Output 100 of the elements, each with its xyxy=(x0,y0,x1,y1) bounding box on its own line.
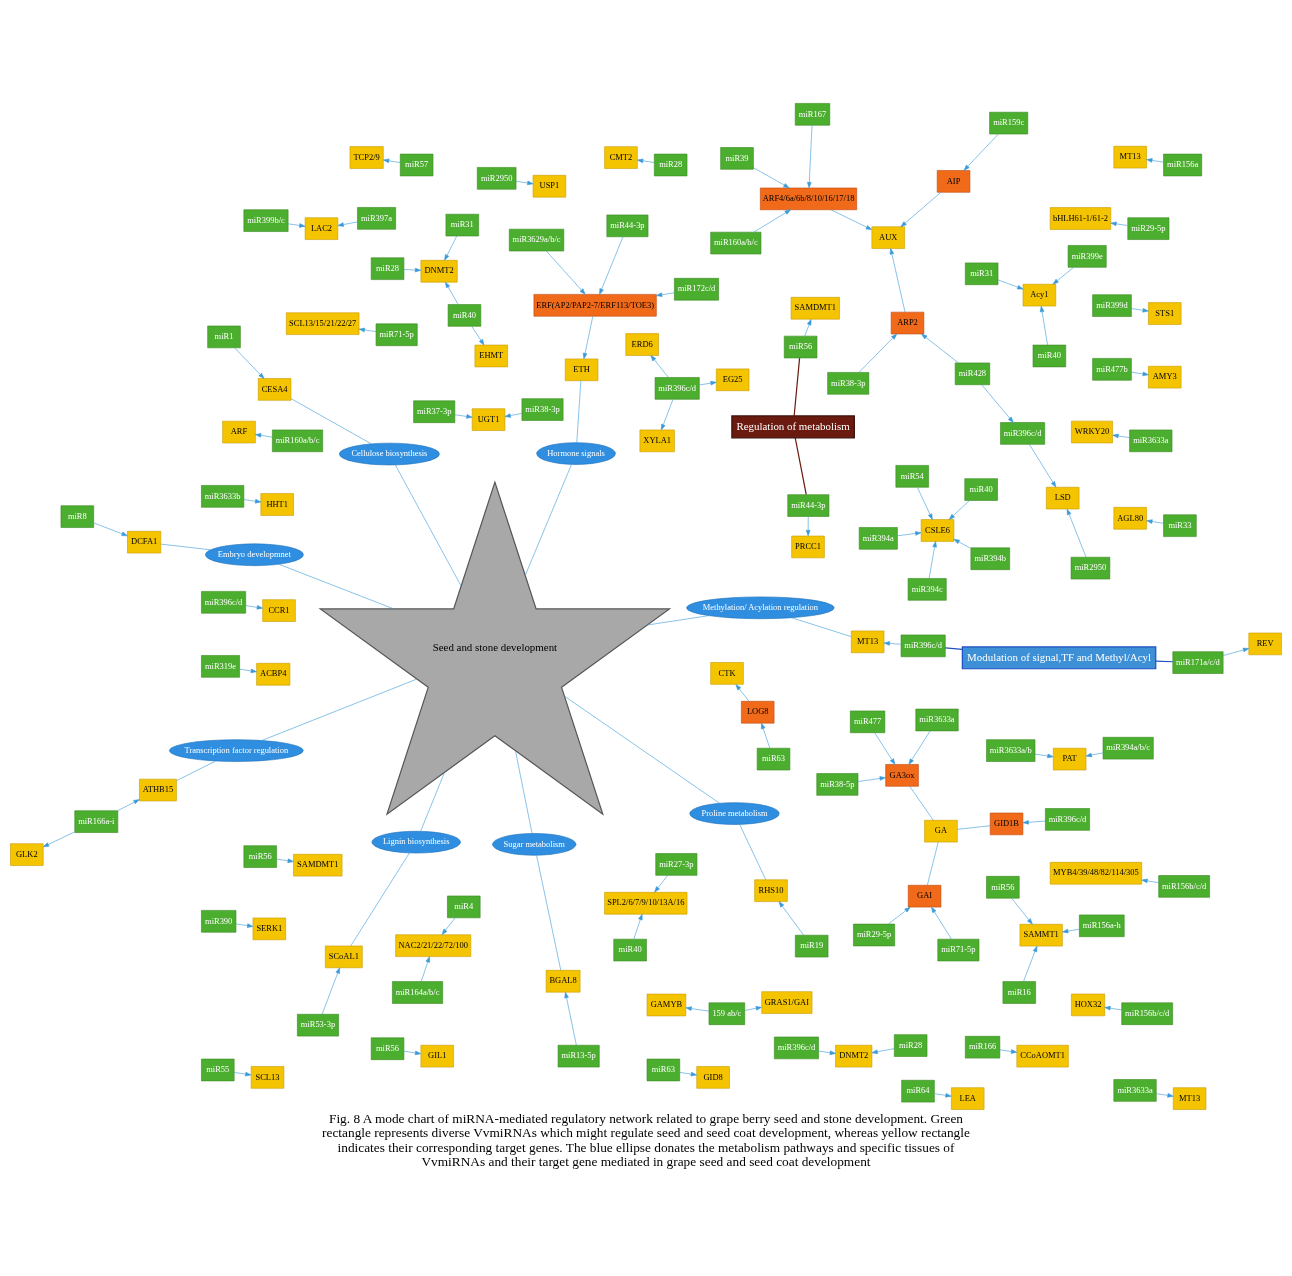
connector xyxy=(176,760,216,781)
node-box: miR396c/d xyxy=(1000,422,1046,445)
node-box: CCoAOMT1 xyxy=(1016,1044,1069,1068)
node-box: GAI xyxy=(907,885,942,908)
node-box: NAC2/21/22/72/100 xyxy=(395,934,472,957)
node-box: CSLE6 xyxy=(920,519,955,542)
arrow xyxy=(661,399,674,431)
node-box: miR56 xyxy=(783,335,818,359)
arrow xyxy=(1222,647,1250,656)
node-ellipse: Sugar metabolism xyxy=(492,833,577,856)
connector xyxy=(515,750,533,834)
node-box: BGAL8 xyxy=(545,970,581,993)
node-box: STS1 xyxy=(1148,302,1182,325)
node-box: TCP2/9 xyxy=(349,146,384,169)
arrow xyxy=(1146,158,1164,163)
node-box: UGT1 xyxy=(471,408,506,431)
arrow xyxy=(679,1071,697,1077)
node-box: miR156b/c/d xyxy=(1158,875,1210,898)
node-box: miR63 xyxy=(646,1058,681,1082)
node-box: MT13 xyxy=(851,630,885,654)
node-box: miR394b xyxy=(970,547,1010,570)
arrow xyxy=(699,381,717,386)
node-ellipse: Transcription factor regulation xyxy=(169,739,304,762)
arrow xyxy=(953,538,971,549)
node-box: miR55 xyxy=(201,1058,235,1082)
node-box: miR29-5p xyxy=(1127,217,1170,240)
node-box: miR31 xyxy=(965,262,999,285)
node-box: REV xyxy=(1248,632,1282,656)
node-box: miR319e xyxy=(201,655,240,678)
arrow xyxy=(656,292,675,297)
arrow xyxy=(444,235,458,261)
arrow xyxy=(441,917,456,935)
node-box: miR156b/c/d xyxy=(1121,1002,1173,1025)
arrow xyxy=(93,522,128,537)
node-box: miR394c xyxy=(907,578,947,601)
arrow xyxy=(546,250,586,295)
node-box: XYLA1 xyxy=(639,429,675,453)
arrow xyxy=(582,315,594,360)
arrow xyxy=(235,923,254,928)
node-box: ERF(AP2/PAP2-7/ERF113/TOE3) xyxy=(533,294,657,317)
arrow xyxy=(234,347,265,379)
node-box: miR3633a/b xyxy=(986,739,1036,762)
node-box: miR8 xyxy=(60,505,94,528)
node-box: miR166a-i xyxy=(74,810,119,833)
node-box: miR396c/d xyxy=(201,591,246,614)
node-box: miR28 xyxy=(894,1034,928,1057)
node-box: EHMT xyxy=(474,344,508,368)
connector xyxy=(564,696,720,804)
arrow xyxy=(753,209,791,233)
arrow xyxy=(117,799,140,811)
connector xyxy=(261,678,417,741)
arrow xyxy=(778,901,804,936)
arrow xyxy=(908,730,931,765)
connector xyxy=(395,464,462,587)
node-box: miR3629a/b/c xyxy=(508,228,565,252)
node-box: miR428 xyxy=(954,362,991,386)
arrow xyxy=(383,158,401,164)
arrow xyxy=(403,267,422,273)
arrow xyxy=(997,279,1024,290)
node-box: ARF xyxy=(222,420,256,444)
node-box: SCL13/15/21/22/27 xyxy=(286,312,360,335)
node-box: miR160a/b/c xyxy=(272,429,323,453)
node-box: GA xyxy=(924,820,958,843)
node-box: miR40 xyxy=(1032,344,1067,368)
arrow xyxy=(897,531,922,537)
arrow xyxy=(255,433,273,438)
node-box: miR44-3p xyxy=(787,494,830,517)
node-box: miR13-5p xyxy=(557,1044,600,1068)
node-box: miR19 xyxy=(795,934,829,958)
node-box: CMT2 xyxy=(604,146,638,169)
connector xyxy=(927,841,939,886)
arrow xyxy=(599,236,624,295)
node-box: miR394a xyxy=(858,527,898,550)
node-box: EG25 xyxy=(716,368,750,391)
node-box: GLK2 xyxy=(10,843,44,866)
node-box: MYB4/39/48/82/114/305 xyxy=(1049,862,1142,885)
arrow xyxy=(804,319,812,337)
node-box: CESA4 xyxy=(257,378,292,401)
node-box: SERK1 xyxy=(252,917,286,941)
node-box: miR159c xyxy=(989,111,1029,135)
arrow xyxy=(287,223,306,228)
node-box: miR37-3p xyxy=(413,400,456,423)
node-box: miR56 xyxy=(986,876,1020,899)
node-box: MT13 xyxy=(1172,1087,1207,1110)
node-box: miR40 xyxy=(447,304,482,327)
arrow xyxy=(637,158,655,164)
arrow xyxy=(516,180,534,186)
node-ellipse: Cellulose biosynthesis xyxy=(339,442,440,466)
node-box: ARP2 xyxy=(890,311,925,335)
node-box: SCL13 xyxy=(250,1066,285,1089)
node-box: bHLH61-1/61-2 xyxy=(1049,207,1112,230)
node-box: HOX32 xyxy=(1071,993,1106,1017)
node-box: RHS10 xyxy=(754,879,788,902)
arrow xyxy=(917,486,933,520)
arrow xyxy=(921,333,959,364)
node-box: LOG8 xyxy=(741,701,775,724)
arrow xyxy=(858,333,897,373)
arrow xyxy=(807,125,813,189)
arrow xyxy=(1156,1093,1174,1098)
arrow xyxy=(1039,305,1048,346)
